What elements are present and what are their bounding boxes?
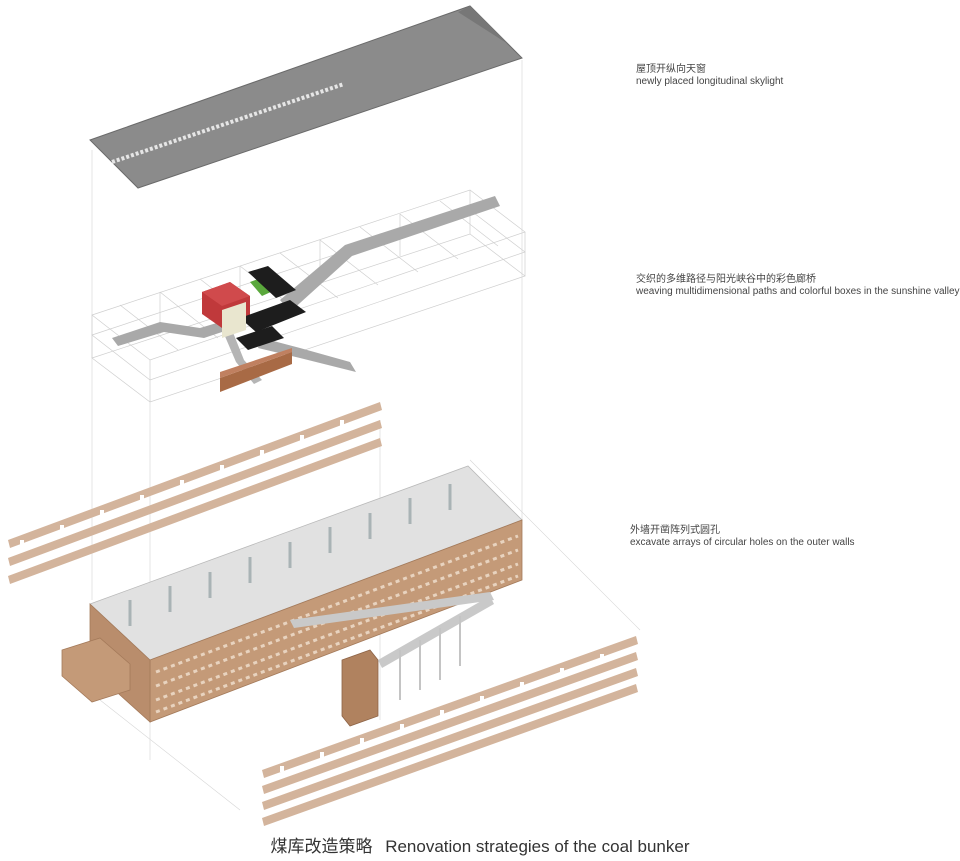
skylight-strip bbox=[111, 82, 345, 164]
hole-strips-lower bbox=[262, 636, 638, 826]
stair-tower bbox=[341, 649, 379, 727]
ramp-deck bbox=[378, 596, 494, 668]
guide-lines bbox=[91, 60, 641, 811]
structure-grid-layer bbox=[91, 189, 526, 403]
label-holes: 外墙开凿阵列式圆孔 excavate arrays of circular ho… bbox=[630, 525, 855, 549]
label-holes-cn: 外墙开凿阵列式圆孔 bbox=[630, 525, 720, 536]
black-box-low bbox=[236, 326, 284, 350]
bridge-path-upper bbox=[280, 196, 500, 312]
paths-and-boxes-layer bbox=[112, 196, 500, 392]
label-holes-en: excavate arrays of circular holes on the… bbox=[630, 537, 855, 548]
caption: 煤库改造策略 Renovation strategies of the coal… bbox=[0, 832, 960, 857]
roof-plane bbox=[89, 5, 523, 189]
label-paths-cn: 交织的多维路径与阳光峡谷中的彩色廊桥 bbox=[636, 274, 816, 285]
bridge-deck bbox=[290, 592, 494, 628]
roof-columns bbox=[128, 484, 452, 626]
label-paths-en: weaving multidimensional paths and color… bbox=[636, 286, 960, 297]
bridge-path-left bbox=[112, 316, 246, 346]
brick-box bbox=[220, 352, 292, 392]
black-box-mid bbox=[240, 300, 306, 332]
black-box-top bbox=[248, 266, 296, 298]
bridge-path-lower bbox=[258, 338, 356, 372]
label-skylight: 屋顶开纵向天窗 newly placed longitudinal skylig… bbox=[636, 64, 783, 88]
pale-box bbox=[222, 302, 246, 338]
label-skylight-en: newly placed longitudinal skylight bbox=[636, 76, 784, 87]
roof-ridge-shade bbox=[458, 6, 522, 58]
main-building bbox=[61, 465, 523, 727]
annex-block bbox=[61, 637, 131, 703]
bridge-piers bbox=[399, 616, 461, 700]
caption-cn: 煤库改造策略 bbox=[270, 837, 373, 856]
label-skylight-cn: 屋顶开纵向天窗 bbox=[636, 64, 706, 75]
label-paths: 交织的多维路径与阳光峡谷中的彩色廊桥 weaving multidimensio… bbox=[636, 274, 960, 298]
caption-en: Renovation strategies of the coal bunker bbox=[385, 837, 690, 856]
brick-box-top bbox=[220, 348, 292, 378]
roof-layer bbox=[89, 5, 523, 189]
red-box-top bbox=[202, 282, 250, 306]
hole-strips-upper bbox=[8, 402, 382, 584]
